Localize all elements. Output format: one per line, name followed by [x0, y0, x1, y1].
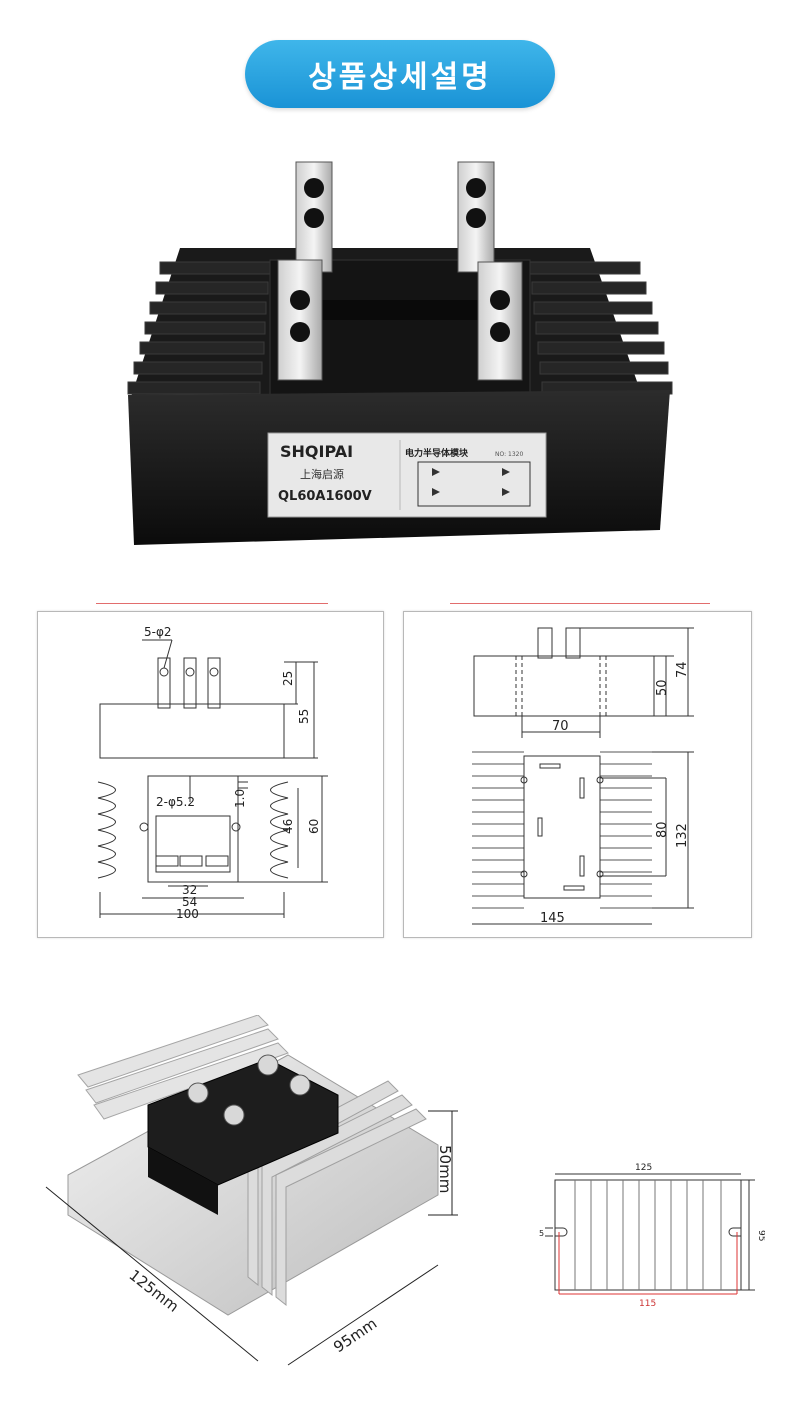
- dim-54: 54: [182, 895, 197, 909]
- dim-height-50mm: 50mm: [436, 1145, 454, 1193]
- dim-70: 70: [552, 719, 569, 734]
- product-photo-module: SHQIPAI 上海启源 电力半导体模块 NO: 1320 QL60A1600V: [127, 161, 673, 545]
- dim-1-0: 1.0: [233, 789, 247, 808]
- page-title: 상품상세설명: [245, 40, 555, 108]
- dim-132: 132: [675, 823, 690, 848]
- dim-80: 80: [655, 821, 670, 838]
- dim-74: 74: [675, 661, 690, 678]
- label-module-type: 电力半导体模块: [405, 447, 469, 459]
- label-model: QL60A1600V: [278, 489, 372, 504]
- heatsink-photo: 50mm 125mm 95mm: [45, 1015, 458, 1366]
- separator-line-right: [450, 603, 710, 604]
- dim-55: 55: [297, 709, 311, 724]
- dim-95: 95: [756, 1230, 765, 1241]
- dim-125: 125: [635, 1163, 652, 1173]
- technical-drawing-front: 5-φ2 2-φ5.2 25 55 1.0 46 60 32 54 100: [97, 625, 328, 921]
- dim-25: 25: [281, 671, 295, 686]
- heatsink-drawing: 125 95 5 115: [539, 1163, 765, 1308]
- label-number: NO: 1320: [495, 451, 523, 458]
- dim-5: 5: [539, 1229, 544, 1238]
- drawing-panel-left: 5-φ2 2-φ5.2 25 55 1.0 46 60 32 54 100: [37, 611, 384, 938]
- separator-line-left: [96, 603, 328, 604]
- technical-drawing-side-top: 70 50 74 80 132 145: [472, 627, 694, 926]
- dim-115: 115: [639, 1299, 656, 1308]
- dim-hole-diameter: 2-φ5.2: [156, 795, 195, 809]
- dim-100: 100: [176, 907, 199, 921]
- dim-50: 50: [655, 679, 670, 696]
- dim-32: 32: [182, 883, 197, 897]
- dim-60: 60: [307, 819, 321, 834]
- label-brand: SHQIPAI: [280, 442, 353, 461]
- dim-pin-diameter: 5-φ2: [144, 625, 172, 639]
- dim-145: 145: [540, 911, 565, 926]
- drawing-panel-right: 70 50 74 80 132 145: [403, 611, 752, 938]
- label-maker: 上海启源: [300, 467, 344, 481]
- dim-46: 46: [281, 819, 295, 834]
